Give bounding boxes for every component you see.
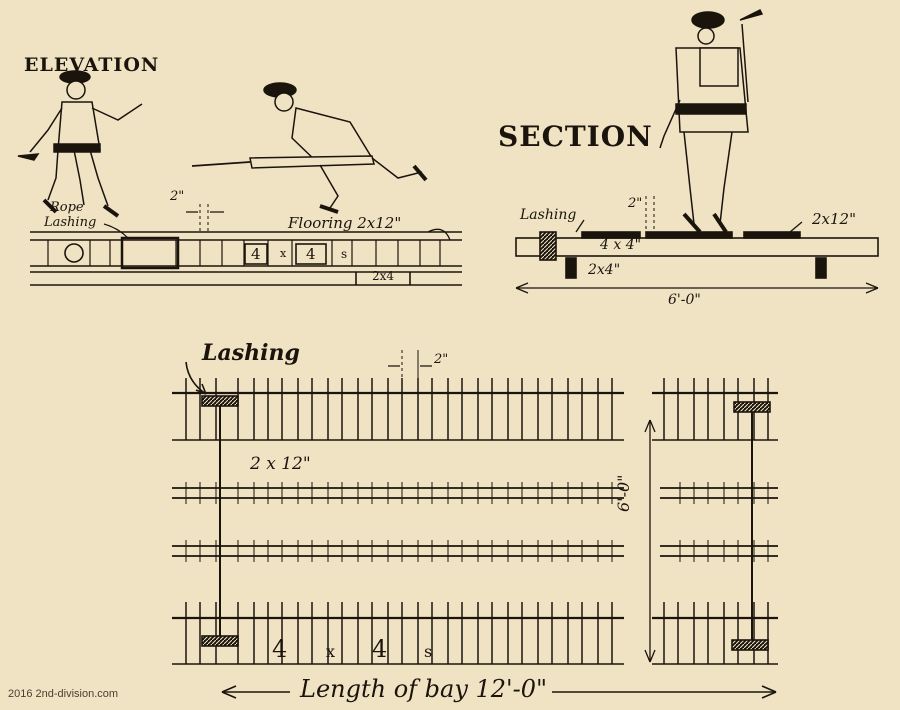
section-width-label: 6'-0" <box>668 292 701 308</box>
plan-stringer-s: s <box>424 642 433 661</box>
section-stringer-label: 4 x 4" <box>600 237 642 253</box>
section-plank-label: 2x12" <box>812 210 856 228</box>
plan-top-planks <box>185 378 769 440</box>
section-plank-left <box>581 231 641 239</box>
section-soldier-figure <box>659 8 764 234</box>
standing-soldier-figure <box>17 70 143 218</box>
plan-stringer-b: 4 <box>372 635 388 663</box>
plan-width-label: 6'-0" <box>614 474 633 512</box>
section-plank-right <box>743 231 801 239</box>
section-title: SECTION <box>498 120 653 153</box>
section-gap-label: 2" <box>628 196 643 211</box>
charging-soldier-figure <box>191 82 428 214</box>
section-view <box>515 8 879 294</box>
rope-lashing-label-line2: Lashing <box>44 215 97 230</box>
elevation-stringer-a: 4 <box>251 245 261 263</box>
elevation-title: ELEVATION <box>24 54 160 76</box>
rope-lashing-label-line1: Rope <box>50 200 84 215</box>
section-lashing-label: Lashing <box>520 207 577 223</box>
elevation-under-label: 2x4 <box>372 269 395 283</box>
plan-gap-label: 2" <box>434 352 449 367</box>
plan-length-label: Length of bay 12'-0" <box>300 675 548 703</box>
watermark: 2016 2nd-division.com <box>8 688 119 700</box>
elevation-lashing <box>120 236 180 270</box>
plan-lashing-top-right <box>733 401 771 413</box>
elevation-view <box>17 70 462 286</box>
plan-bottom-planks <box>185 602 769 664</box>
plan-lashing-label: Lashing <box>202 340 300 366</box>
elevation-stringer-b: 4 <box>306 245 316 263</box>
elevation-flooring-label: Flooring 2x12" <box>288 214 402 232</box>
elevation-gap-label: 2" <box>170 189 185 204</box>
elevation-stringer-s: s <box>341 247 348 261</box>
plan-stringer-x: x <box>326 642 336 661</box>
elevation-stringer-x: x <box>280 247 287 260</box>
section-plank-mid <box>645 231 733 239</box>
plan-view <box>172 350 778 699</box>
section-under-label: 2x4" <box>588 262 621 278</box>
plan-lashing-bottom-left <box>201 635 239 647</box>
elevation-plank-ends <box>47 240 441 266</box>
section-lashing <box>539 231 557 261</box>
plan-plank-label: 2 x 12" <box>250 454 311 474</box>
plan-stringer-a: 4 <box>272 635 288 663</box>
plan-lashing-top-left <box>201 395 239 407</box>
plan-lashing-bottom-right <box>731 639 769 651</box>
